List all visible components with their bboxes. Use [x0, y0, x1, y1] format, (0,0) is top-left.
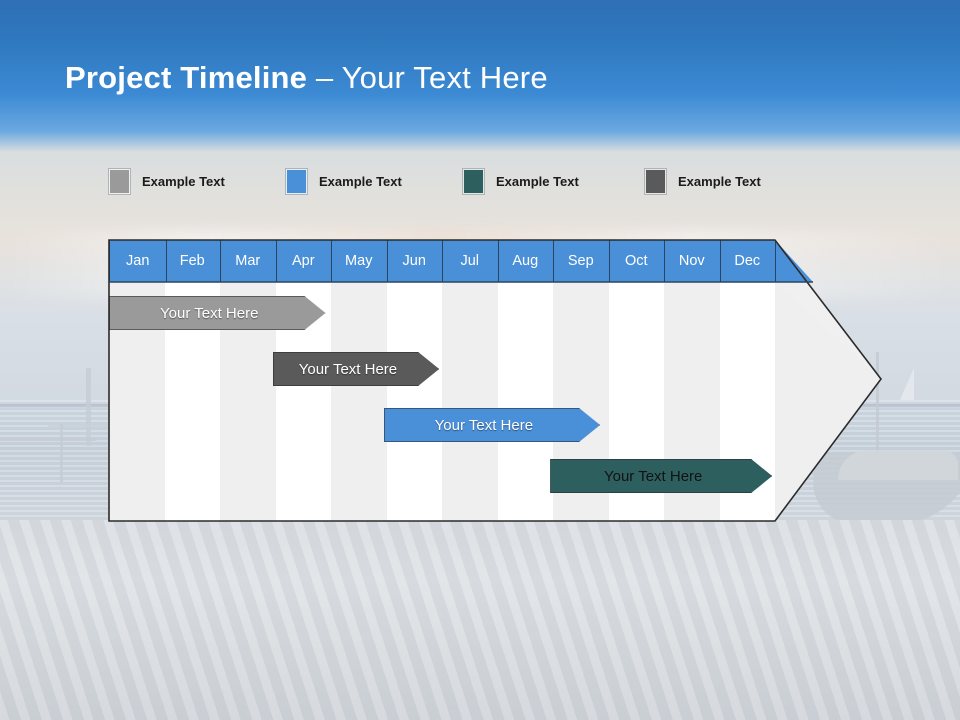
month-header-oct[interactable]: Oct	[609, 240, 665, 282]
task-bar-label: Your Text Here	[298, 360, 398, 378]
mast-icon	[876, 352, 879, 452]
boat-hull	[838, 450, 958, 480]
task-bar-2[interactable]: Your Text Here	[384, 408, 600, 442]
month-header-sep[interactable]: Sep	[553, 240, 610, 282]
month-header-mar[interactable]: Mar	[220, 240, 277, 282]
page-title-strong: Project Timeline	[65, 60, 308, 95]
task-bar-label: Your Text Here	[434, 416, 534, 434]
legend-item-2[interactable]: Example Text	[463, 168, 579, 194]
grid-column-aug	[497, 282, 553, 521]
pier-rail-horizontal	[0, 438, 96, 441]
month-header-may[interactable]: May	[331, 240, 388, 282]
month-header-jun[interactable]: Jun	[387, 240, 443, 282]
legend: Example Text Example Text Example Text Exam…	[109, 168, 869, 196]
legend-item-label: Example Text	[678, 173, 761, 189]
month-header-nov[interactable]: Nov	[664, 240, 721, 282]
month-header-feb[interactable]: Feb	[165, 240, 221, 282]
task-bar-shape	[550, 459, 772, 493]
task-bar-3[interactable]: Your Text Here	[550, 459, 772, 493]
grid-column-may	[331, 282, 387, 521]
grid-column-jun	[386, 282, 442, 521]
task-bar-shape	[384, 408, 600, 442]
page-title: Project Timeline – Your Text Here	[65, 60, 548, 96]
task-bar-shape	[109, 296, 326, 330]
legend-swatch-icon	[109, 168, 130, 194]
task-bar-label: Your Text Here	[160, 304, 259, 322]
legend-item-label: Example Text	[319, 173, 402, 189]
month-header-apr[interactable]: Apr	[276, 240, 332, 282]
grid-column-jul	[442, 282, 498, 521]
month-header-aug[interactable]: Aug	[498, 240, 554, 282]
pier-post	[86, 368, 91, 446]
task-bar-label: Your Text Here	[603, 467, 703, 485]
legend-item-3[interactable]: Example Text	[645, 168, 761, 194]
legend-item-1[interactable]: Example Text	[286, 168, 402, 194]
legend-swatch-icon	[645, 168, 666, 194]
dock-wood-grain	[0, 520, 960, 720]
pier-rail-vertical	[60, 424, 63, 482]
pier-rail-top	[48, 424, 108, 427]
task-bar-shape	[273, 352, 440, 386]
legend-item-label: Example Text	[142, 173, 225, 189]
task-bar-0[interactable]: Your Text Here	[109, 296, 326, 330]
dock-surface	[0, 520, 960, 720]
arrow-outline	[108, 239, 883, 522]
task-bar-1[interactable]: Your Text Here	[273, 352, 440, 386]
month-header-jul[interactable]: Jul	[442, 240, 499, 282]
legend-swatch-icon	[286, 168, 307, 194]
legend-swatch-icon	[463, 168, 484, 194]
legend-item-label: Example Text	[496, 173, 579, 189]
title-banner	[0, 0, 960, 152]
legend-item-0[interactable]: Example Text	[109, 168, 225, 194]
page-title-light: – Your Text Here	[307, 60, 548, 95]
month-header-dec[interactable]: Dec	[720, 240, 776, 282]
